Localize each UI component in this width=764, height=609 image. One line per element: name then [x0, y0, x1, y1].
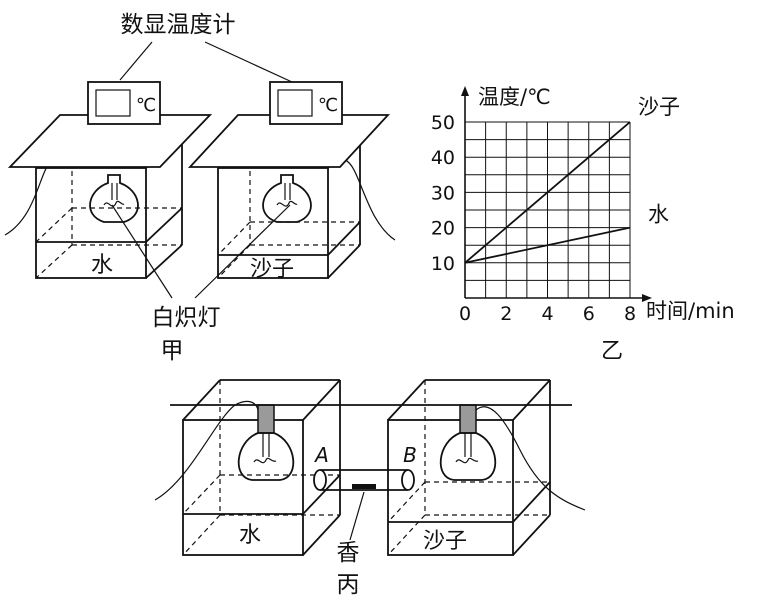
x-axis-arrow: [642, 294, 652, 302]
x-tick-label: 2: [500, 303, 512, 325]
figure-bing: 水 沙子: [154, 379, 586, 598]
bing-bulb-cap-right: [459, 404, 477, 434]
chart-xlabel: 时间/min: [646, 299, 735, 323]
sand-box-front: [217, 167, 329, 279]
chart-ylabel: 温度/℃: [478, 85, 551, 109]
unit-label-right: ℃: [318, 95, 338, 116]
caption-bing: 丙: [337, 572, 360, 598]
bulb-label: 白炽灯: [152, 305, 221, 331]
series-label: 水: [648, 203, 669, 227]
y-axis-arrow: [461, 86, 469, 96]
water-box-front: [35, 167, 147, 279]
thermometer-right: [269, 81, 343, 125]
bing-bulb-right: [439, 432, 497, 481]
y-tick-label: 20: [431, 218, 455, 240]
connecting-tube: [313, 469, 415, 541]
thermometer-title: 数显温度计: [121, 12, 236, 38]
bing-sand-box: 沙子: [387, 379, 586, 556]
bulb-pointer-right: [194, 204, 291, 299]
sand-box-lid: [187, 114, 391, 168]
y-tick-label: 10: [431, 253, 455, 275]
bing-water-box: 水: [154, 379, 341, 556]
water-box-lid: [7, 114, 213, 168]
series-line: [464, 121, 631, 264]
incense-stick: [352, 484, 376, 489]
pointer-line-right: [204, 41, 293, 83]
unit-label-left: ℃: [136, 95, 156, 116]
figure-jia: 数显温度计 ℃: [4, 12, 396, 364]
sand-label: 沙子: [250, 257, 294, 282]
point-a-label: A: [313, 443, 329, 467]
bing-sand-front: [387, 419, 514, 556]
x-tick-label: 8: [624, 303, 636, 325]
series-label: 沙子: [638, 95, 680, 119]
bing-sand-label: 沙子: [423, 529, 467, 554]
bing-bulb-left: [237, 432, 295, 481]
caption-jia: 甲: [161, 338, 184, 364]
y-tick-label: 40: [431, 147, 455, 169]
water-box: ℃ 水: [4, 81, 213, 279]
x-tick-label: 0: [459, 303, 471, 325]
y-tick-label: 30: [431, 182, 455, 204]
thermometer-left: [87, 81, 161, 125]
caption-yi: 乙: [601, 339, 623, 364]
y-tick-label: 50: [431, 112, 455, 134]
bulb-left: [89, 174, 139, 223]
bulb-right: [262, 174, 312, 223]
pointer-line-left: [119, 41, 153, 81]
point-b-label: B: [403, 443, 417, 467]
bing-water-front: [182, 419, 304, 556]
incense-label: 香: [337, 540, 360, 566]
bing-water-label: 水: [239, 523, 261, 548]
water-label: 水: [91, 253, 113, 278]
series-line: [464, 226, 631, 264]
bing-bulb-cap-left: [257, 404, 275, 434]
x-tick-label: 6: [583, 303, 595, 325]
bulb-pointer-left: [111, 204, 173, 299]
temperature-chart: 温度/℃ 时间/min 乙 0 2 4 6 8 10 20 30 40 50 沙子水: [431, 85, 735, 364]
incense-pointer: [349, 491, 365, 541]
sand-box: ℃ 沙子: [187, 81, 396, 282]
x-tick-label: 4: [541, 303, 553, 325]
